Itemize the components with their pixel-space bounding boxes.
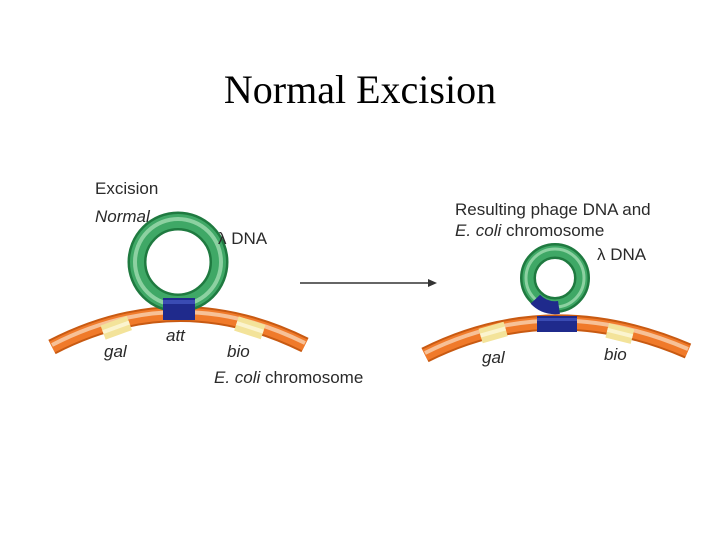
- right-panel: Resulting phage DNA and E. coli chromoso…: [421, 200, 692, 367]
- gal-label-right: gal: [482, 348, 506, 367]
- att-site: [163, 298, 195, 320]
- bio-label-left: bio: [227, 342, 250, 361]
- right-phage-label: λ DNA: [597, 245, 647, 264]
- left-phage-circle: [127, 211, 229, 313]
- slide-title: Normal Excision: [223, 67, 497, 112]
- right-att-site: [537, 316, 577, 332]
- left-subheading: Normal: [95, 207, 151, 226]
- bio-gene-marker-right: [605, 323, 635, 344]
- gal-label-left: gal: [104, 342, 128, 361]
- right-heading-line2: E. coli chromosome: [455, 221, 604, 240]
- left-panel: Excision Normal λ DNA at: [48, 179, 363, 387]
- right-heading-line1: Resulting phage DNA and: [455, 200, 651, 219]
- right-phage-circle: [520, 243, 590, 315]
- left-phage-label: λ DNA: [218, 229, 268, 248]
- bio-label-right: bio: [604, 345, 627, 364]
- att-label: att: [166, 326, 186, 345]
- gal-gene-marker-right: [478, 321, 508, 344]
- bio-gene-marker: [234, 316, 266, 340]
- chromosome-label: E. coli chromosome: [214, 368, 363, 387]
- left-heading: Excision: [95, 179, 158, 198]
- gal-gene-marker: [100, 315, 132, 340]
- transition-arrow: [300, 279, 437, 287]
